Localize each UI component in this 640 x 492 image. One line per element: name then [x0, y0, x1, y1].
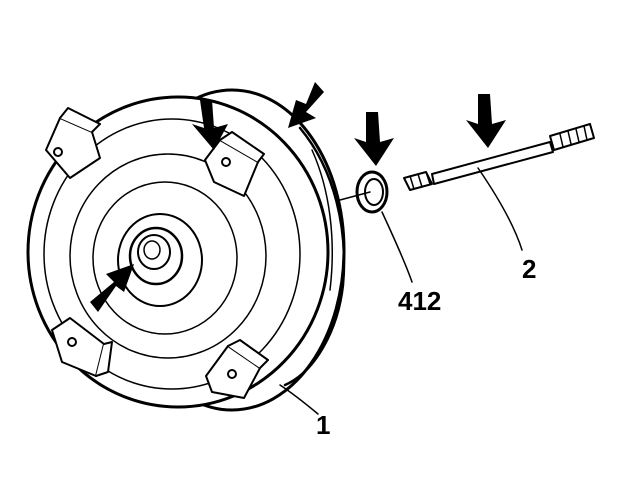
lug-lower-right — [205, 339, 269, 399]
callout-seal: 412 — [398, 286, 441, 316]
seal-ring-icon — [355, 170, 389, 214]
callout-converter: 1 — [316, 410, 330, 440]
arrow-pointer-icon — [192, 100, 228, 150]
leader-line-412 — [381, 211, 413, 283]
leader-line-2 — [477, 167, 523, 251]
arrow-pointer-icon — [90, 264, 134, 312]
leader-line-1 — [279, 384, 319, 415]
arrow-pointer-icon — [354, 112, 394, 166]
arrow-pointer-icon — [288, 82, 324, 128]
arrow-pointer-icon — [466, 94, 506, 148]
installer-rod-icon — [403, 123, 595, 191]
callout-tool: 2 — [522, 254, 536, 284]
lug-upper-left — [45, 107, 101, 179]
lug-lower-left — [51, 317, 113, 377]
